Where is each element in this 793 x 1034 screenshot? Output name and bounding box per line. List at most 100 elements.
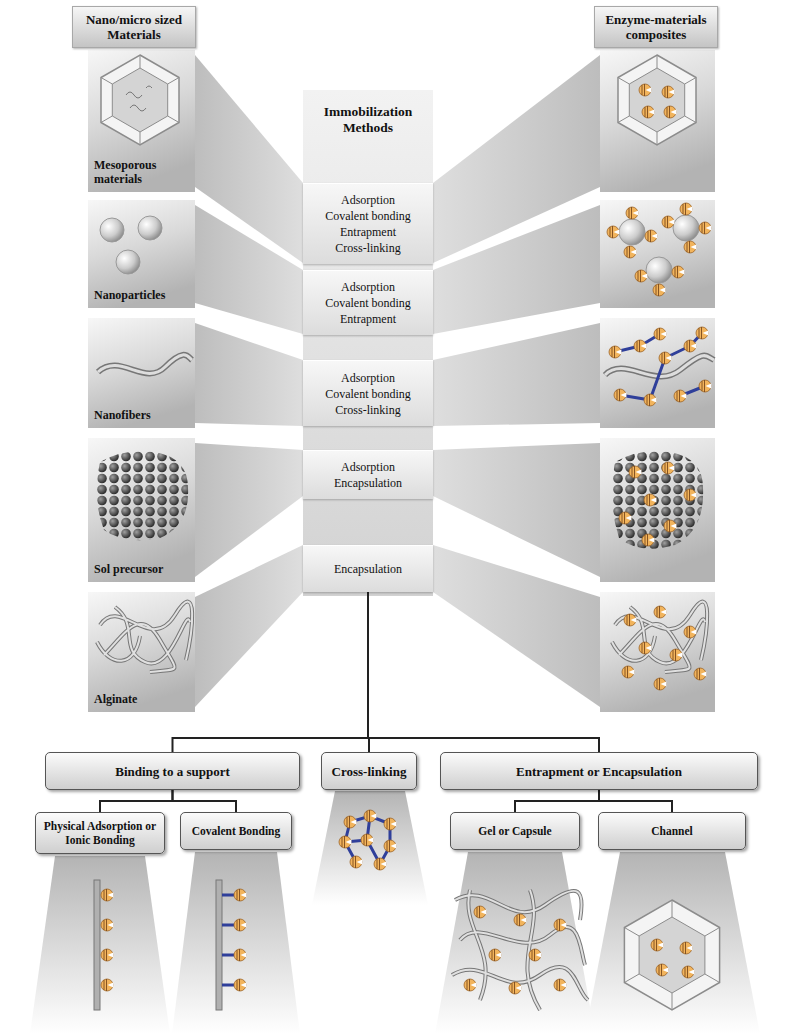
material-tile-background — [600, 438, 715, 582]
gel-capsule-figure — [474, 906, 486, 918]
sol-precursor-figure — [97, 451, 188, 540]
channel-figure — [624, 900, 719, 1010]
nanoparticle-figure — [116, 250, 140, 274]
alginate-enzyme-figure — [622, 666, 634, 678]
node-text: Adsorption — [341, 459, 395, 475]
alginate-figure — [97, 602, 192, 672]
alginate-enzyme-figure — [684, 626, 696, 638]
nanoparticle-enzyme-figure — [645, 230, 657, 242]
nanoparticle-enzyme-figure — [607, 226, 619, 238]
covalent-figure — [234, 919, 246, 931]
mesoporous-enzyme-figure — [629, 68, 684, 132]
material-tile-background — [88, 50, 715, 712]
node-text: Nanoparticles — [94, 288, 165, 302]
gel-capsule-figure — [452, 890, 588, 1010]
channel-figure — [656, 964, 668, 976]
mesoporous-figure — [126, 86, 152, 111]
nanoparticle-enzyme-figure — [646, 257, 672, 283]
alginate-enzyme-figure — [612, 602, 707, 672]
channel-figure — [585, 852, 760, 1034]
material-tile: Nanofibers — [88, 318, 195, 428]
adsorption-figure — [30, 856, 170, 1034]
cross-linking-figure — [361, 834, 373, 846]
node-text: Gel or Capsule — [478, 824, 551, 838]
node-text: Immobilization Methods — [317, 104, 419, 136]
material-tile: Nanoparticles — [88, 200, 195, 308]
gel-capsule-figure — [489, 949, 501, 961]
method-band: AdsorptionEncapsulation — [303, 450, 433, 499]
cross-linking-figure — [364, 810, 376, 822]
material-tile-background — [600, 50, 715, 192]
covalent-figure — [172, 852, 300, 1034]
nanoparticle-enzyme-figure — [672, 266, 684, 278]
node-text: Entrapment — [340, 311, 396, 327]
sol-gel-enzyme-figure — [684, 489, 696, 501]
mesoporous-enzyme-figure — [639, 84, 651, 96]
material-tile: Sol precursor — [88, 438, 195, 582]
covalent-figure — [222, 895, 234, 985]
node-text: Adsorption — [341, 192, 395, 208]
material-tile: Mesoporous materials — [88, 50, 195, 192]
adsorption-figure — [30, 856, 170, 1034]
category-box: Cross-linking — [321, 752, 417, 790]
nanofiber-enzyme-figure — [634, 340, 646, 352]
channel-figure — [680, 942, 692, 954]
channel-figure — [682, 966, 694, 978]
funnel-ribbon — [433, 55, 600, 263]
gel-capsule-figure — [529, 949, 541, 961]
alginate-figure — [97, 602, 192, 672]
alginate-enzyme-figure — [612, 602, 707, 672]
nanofiber-enzyme-figure — [659, 352, 671, 364]
nanoparticle-enzyme-figure — [699, 222, 711, 234]
subcategory-box: Gel or Capsule — [450, 812, 580, 850]
adsorption-figure — [101, 979, 113, 991]
nanoparticle-figure — [138, 216, 162, 240]
node-text: Cross-linking — [335, 240, 400, 256]
tree-connector — [368, 592, 599, 752]
gel-capsule-figure — [452, 890, 588, 1010]
node-text: Enzyme-materials composites — [600, 12, 712, 42]
node-text: Adsorption — [341, 279, 395, 295]
channel-figure — [585, 852, 760, 1034]
alginate-enzyme-figure — [624, 614, 636, 626]
node-text: Alginate — [94, 692, 137, 706]
mesoporous-figure — [101, 55, 179, 145]
channel-figure — [639, 917, 705, 993]
cross-linking-figure — [344, 816, 356, 828]
nanofiber-enzyme-figure — [605, 356, 714, 377]
nanofiber-figure — [98, 355, 192, 374]
nanoparticle-enzyme-figure — [653, 284, 665, 296]
nanoparticle-figure — [100, 216, 162, 274]
mesoporous-enzyme-figure — [662, 86, 674, 98]
category-box: Binding to a support — [45, 752, 300, 790]
alginate-figure — [97, 602, 192, 672]
method-band: AdsorptionCovalent bondingEntrapmentCros… — [303, 183, 433, 264]
method-band: AdsorptionCovalent bondingEntrapment — [303, 270, 433, 335]
cross-linking-figure — [374, 858, 386, 870]
nanoparticle-enzyme-figure — [607, 203, 711, 296]
tree-connector — [599, 790, 672, 812]
channel-figure — [651, 939, 663, 951]
mesoporous-enzyme-figure — [618, 55, 696, 145]
nanoparticle-enzyme-figure — [684, 241, 696, 253]
gel-capsule-figure — [554, 919, 566, 931]
method-band: AdsorptionCovalent bondingCross-linking — [303, 360, 433, 426]
sol-gel-enzyme-figure — [644, 494, 656, 506]
nanoparticle-enzyme-figure — [673, 215, 699, 241]
funnel-ribbon — [195, 55, 303, 263]
cross-linking-figure — [345, 816, 390, 864]
material-tile-background — [600, 200, 715, 308]
tree-connector — [368, 592, 369, 752]
node-text: Covalent bonding — [325, 208, 411, 224]
sol-precursor-figure — [97, 451, 188, 540]
node-text: Entrapment or Encapsulation — [516, 764, 682, 779]
node-text: Cross-linking — [335, 402, 400, 418]
mesoporous-figure — [101, 55, 179, 145]
column-header: Nano/micro sized Materials — [72, 6, 196, 48]
adsorption-figure — [101, 949, 113, 961]
nanofiber-enzyme-figure — [605, 327, 714, 406]
cross-linking-figure — [339, 836, 351, 848]
tree-connector — [100, 790, 173, 812]
nanoparticle-enzyme-figure — [624, 246, 636, 258]
